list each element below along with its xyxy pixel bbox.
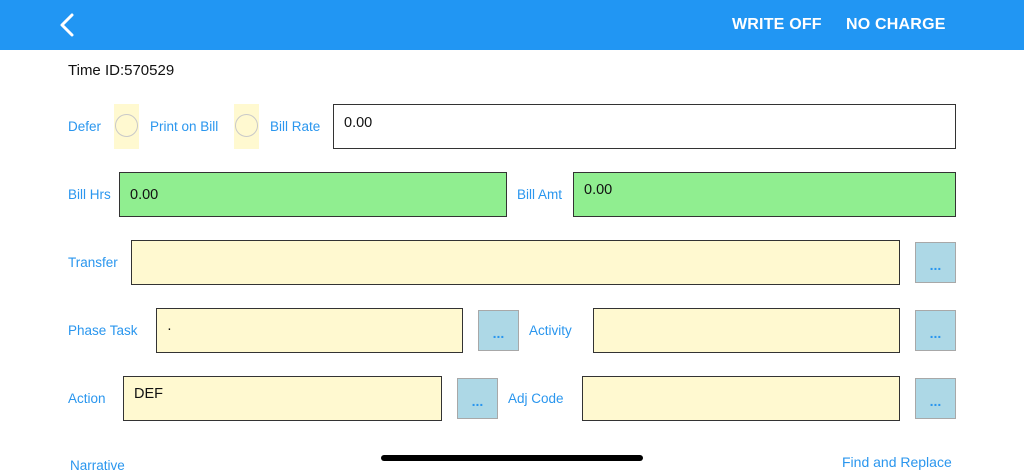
home-indicator xyxy=(381,455,643,461)
bill-amt-label: Bill Amt xyxy=(517,187,563,202)
narrative-label: Narrative xyxy=(70,458,125,473)
activity-lookup-button[interactable]: ... xyxy=(915,310,956,351)
write-off-button[interactable]: WRITE OFF xyxy=(732,16,822,33)
defer-checkbox[interactable] xyxy=(115,114,138,137)
no-charge-button[interactable]: NO CHARGE xyxy=(846,16,946,33)
bill-amt-input[interactable]: 0.00 xyxy=(573,172,956,217)
find-and-replace-link[interactable]: Find and Replace xyxy=(842,454,952,470)
activity-label: Activity xyxy=(529,323,572,338)
print-on-bill-label: Print on Bill xyxy=(150,119,219,134)
back-button[interactable] xyxy=(56,11,80,39)
bill-hrs-label: Bill Hrs xyxy=(68,187,111,202)
print-on-bill-checkbox-container xyxy=(234,104,259,149)
bill-rate-label: Bill Rate xyxy=(270,119,321,134)
transfer-label: Transfer xyxy=(68,255,118,270)
transfer-input[interactable] xyxy=(131,240,900,285)
activity-input[interactable] xyxy=(593,308,900,353)
adj-code-input[interactable] xyxy=(582,376,900,421)
action-lookup-button[interactable]: ... xyxy=(457,378,498,419)
defer-label: Defer xyxy=(68,119,102,134)
action-input[interactable]: DEF xyxy=(123,376,442,421)
adj-code-lookup-button[interactable]: ... xyxy=(915,378,956,419)
time-id-label: Time ID:570529 xyxy=(68,62,175,79)
bill-rate-input[interactable]: 0.00 xyxy=(333,104,956,149)
adj-code-label: Adj Code xyxy=(508,391,564,406)
transfer-lookup-button[interactable]: ... xyxy=(915,242,956,283)
phase-task-input[interactable]: · xyxy=(156,308,463,353)
phase-task-label: Phase Task xyxy=(68,323,138,338)
defer-checkbox-container xyxy=(114,104,139,149)
action-label: Action xyxy=(68,391,106,406)
bill-hrs-input[interactable]: 0.00 xyxy=(119,172,507,217)
top-app-bar: WRITE OFF NO CHARGE xyxy=(0,0,1024,50)
phase-task-lookup-button[interactable]: ... xyxy=(478,310,519,351)
chevron-left-icon xyxy=(60,13,74,37)
print-on-bill-checkbox[interactable] xyxy=(235,114,258,137)
